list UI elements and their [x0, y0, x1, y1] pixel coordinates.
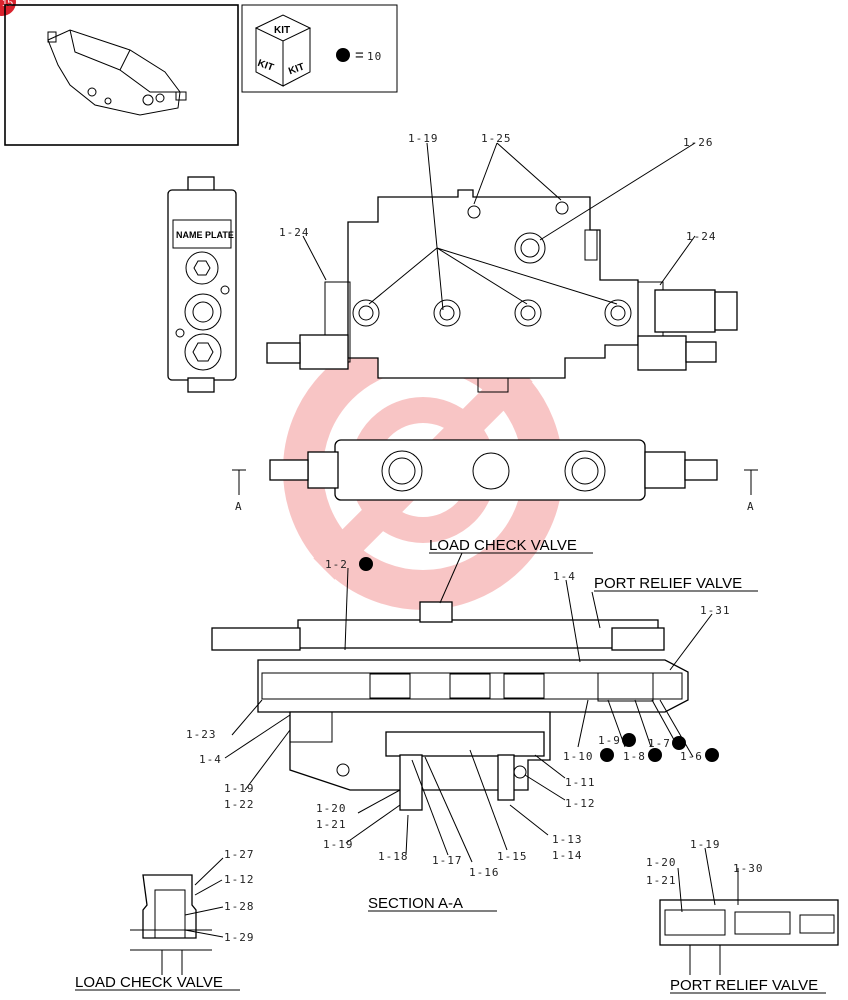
- page-badge: 15: [0, 0, 16, 16]
- callout-label: 1-20: [646, 856, 677, 869]
- callout-label: 1-6: [680, 750, 703, 763]
- kit-bullet-icon: [705, 748, 719, 762]
- callout-label: 1-16: [469, 866, 500, 879]
- heading-load-check-bottom: LOAD CHECK VALVE: [75, 974, 223, 991]
- callout-label: 1-7: [648, 737, 671, 750]
- kit-bullet-icon: [648, 748, 662, 762]
- name-plate-label: NAME PLATE: [176, 230, 234, 240]
- callout-label: 1-28: [224, 900, 255, 913]
- callout-label: 1-4: [199, 753, 222, 766]
- callout-label: 1-25: [481, 132, 512, 145]
- callout-label: 1-10: [563, 750, 594, 763]
- headings: LOAD CHECK VALVE PORT RELIEF VALVE SECTI…: [75, 537, 826, 994]
- kit-bullet-icon: [359, 557, 373, 571]
- kit-left-label: KIT: [256, 58, 275, 74]
- thumbnail-box: [4, 4, 239, 146]
- callout-label: 1-12: [565, 797, 596, 810]
- callout-label: 1-31: [700, 604, 731, 617]
- section-mark-right: A: [747, 500, 755, 513]
- callout-label: 1-26: [683, 136, 714, 149]
- callout-label: 1-9: [598, 734, 621, 747]
- kit-bullets: [359, 557, 719, 762]
- callout-label: 1-13: [552, 833, 583, 846]
- kit-equals: =: [355, 47, 364, 64]
- side-view: NAME PLATE: [167, 176, 237, 393]
- heading-load-check-top: LOAD CHECK VALVE: [429, 537, 577, 554]
- heading-port-relief-bottom: PORT RELIEF VALVE: [670, 977, 818, 994]
- callout-label: 1-22: [224, 798, 255, 811]
- kit-bullet-icon: [672, 736, 686, 750]
- kit-legend-box: KIT KIT KIT = 10: [241, 4, 398, 93]
- valve-thumbnail: [47, 29, 187, 116]
- callout-label: 1-8: [623, 750, 646, 763]
- callout-label: 1-19: [224, 782, 255, 795]
- callout-label: 1-27: [224, 848, 255, 861]
- callout-label: 1-19: [690, 838, 721, 851]
- callout-label: 1-15: [497, 850, 528, 863]
- callout-label: 1-11: [565, 776, 596, 789]
- callout-label: 1-24: [279, 226, 310, 239]
- callout-label: 1-14: [552, 849, 583, 862]
- kit-quantity: 10: [367, 50, 382, 63]
- kit-right-label: KIT: [287, 61, 306, 77]
- callout-label: 1-18: [378, 850, 409, 863]
- callout-label: 1-23: [186, 728, 217, 741]
- heading-port-relief-top: PORT RELIEF VALVE: [594, 575, 742, 592]
- port-relief-detail: [659, 899, 839, 975]
- callout-label: 1-4: [553, 570, 576, 583]
- callout-label: 1-21: [646, 874, 677, 887]
- kit-cube-icon: KIT KIT KIT: [254, 14, 312, 87]
- callout-label: 1-20: [316, 802, 347, 815]
- leader-lines: [184, 142, 739, 938]
- kit-bullet-icon: [336, 48, 350, 62]
- callout-label: 1-12: [224, 873, 255, 886]
- callout-labels: 1-19 1-25 1-26 1-24 1-24 1-2 1-4 1-31 1-…: [186, 132, 764, 944]
- heading-section: SECTION A-A: [368, 895, 463, 912]
- load-check-detail: [130, 874, 212, 975]
- callout-label: 1-24: [686, 230, 717, 243]
- section-mark-left: A: [235, 500, 243, 513]
- callout-label: 1-21: [316, 818, 347, 831]
- kit-top-label: KIT: [274, 25, 290, 36]
- callout-label: 1-30: [733, 862, 764, 875]
- front-view: A A: [232, 439, 758, 513]
- callout-label: 1-17: [432, 854, 463, 867]
- callout-label: 1-29: [224, 931, 255, 944]
- top-view: [266, 189, 738, 393]
- kit-bullet-icon: [600, 748, 614, 762]
- callout-label: 1-19: [408, 132, 439, 145]
- callout-label: 1-19: [323, 838, 354, 851]
- kit-bullet-icon: [622, 733, 636, 747]
- callout-label: 1-2: [325, 558, 348, 571]
- section-view: [211, 601, 689, 811]
